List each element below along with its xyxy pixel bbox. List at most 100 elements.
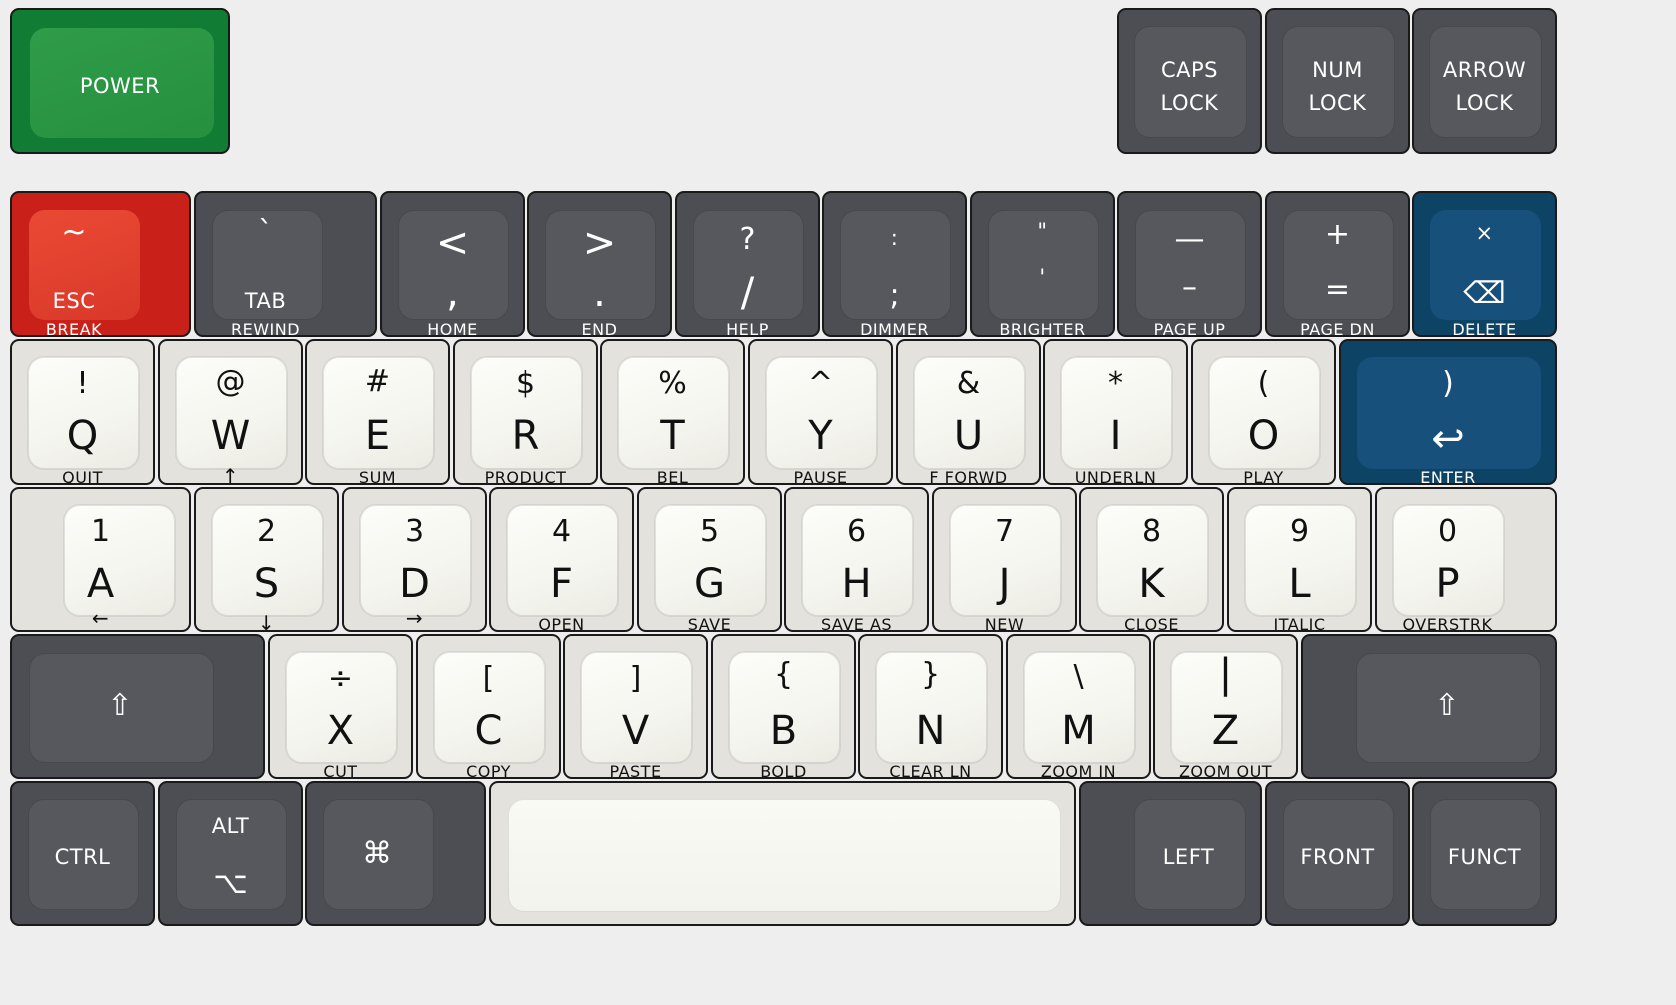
n-shift-label: }	[920, 657, 941, 692]
tab-fn-label: REWIND	[230, 320, 301, 339]
esc-key[interactable]: ~ ESC BREAK	[10, 191, 191, 339]
q-shift-label: !	[76, 366, 89, 401]
delete-key[interactable]: × ⌫ DELETE	[1412, 191, 1557, 338]
equals-key[interactable]: + = PAGE DN	[1265, 191, 1410, 338]
num-lock-label-1: NUM	[1312, 58, 1363, 82]
l-key[interactable]: 9 L ITALIC	[1227, 487, 1372, 633]
right-shift-key[interactable]: ⇧	[1301, 634, 1557, 779]
l-shift-label: 9	[1289, 514, 1310, 549]
enter-icon: ↩	[1431, 416, 1465, 462]
f-shift-label: 4	[551, 514, 572, 549]
j-key[interactable]: 7 J NEW	[932, 487, 1077, 633]
caps-lock-label-2: LOCK	[1160, 91, 1219, 115]
c-key[interactable]: [ C COPY	[416, 634, 561, 780]
f-fn-label: OPEN	[538, 615, 585, 634]
quote-key[interactable]: " ' BRIGHTER	[970, 191, 1115, 338]
o-keycap	[1209, 357, 1320, 469]
o-key[interactable]: ( O PLAY	[1191, 339, 1336, 486]
x-label: X	[326, 708, 355, 754]
arrow-lock-key[interactable]: ARROW LOCK	[1412, 8, 1557, 154]
slash-keycap	[693, 210, 804, 320]
tab-key[interactable]: ` TAB REWIND	[194, 191, 377, 339]
esc-keycap	[29, 210, 140, 320]
period-label: .	[593, 270, 606, 316]
left-shift-key[interactable]: ⇧	[10, 634, 265, 779]
g-key[interactable]: 5 G SAVE	[637, 487, 782, 633]
r-label: R	[511, 413, 540, 459]
spacebar-key[interactable]	[489, 781, 1076, 926]
r-key[interactable]: $ R PRODUCT	[453, 339, 598, 487]
minus-shift-label: —	[1174, 222, 1205, 257]
caps-lock-key[interactable]: CAPS LOCK	[1117, 8, 1262, 154]
funct-keycap	[1430, 799, 1541, 910]
h-key[interactable]: 6 H SAVE AS	[784, 487, 929, 634]
esc-fn-label: BREAK	[45, 320, 103, 339]
p-fn-label: OVERSTRK	[1402, 615, 1493, 634]
s-key[interactable]: 2 S ↓	[194, 487, 339, 633]
b-label: B	[769, 708, 798, 754]
h-keycap	[802, 505, 913, 616]
command-key[interactable]: ⌘	[305, 781, 486, 926]
k-fn-label: CLOSE	[1124, 615, 1179, 634]
alt-key[interactable]: ALT ⌥	[158, 781, 303, 926]
j-label: J	[998, 561, 1011, 607]
comma-fn-label: HOME	[427, 320, 478, 339]
left-key[interactable]: LEFT	[1079, 781, 1262, 926]
u-keycap	[914, 357, 1025, 469]
minus-key[interactable]: — – PAGE UP	[1117, 191, 1262, 338]
p-key[interactable]: 0 P OVERSTRK	[1375, 487, 1557, 634]
f-key[interactable]: 4 F OPEN	[489, 487, 634, 634]
d-key[interactable]: 3 D →	[342, 487, 487, 632]
t-fn-label: BEL	[656, 468, 689, 487]
q-fn-label: QUIT	[62, 468, 103, 487]
r-fn-label: PRODUCT	[484, 468, 567, 487]
x-key[interactable]: ÷ X CUT	[268, 634, 413, 781]
semicolon-label: ;	[889, 278, 900, 313]
k-key[interactable]: 8 K CLOSE	[1079, 487, 1224, 634]
z-key[interactable]: | Z ZOOM OUT	[1153, 634, 1298, 781]
b-key[interactable]: { B BOLD	[711, 634, 856, 780]
f-label: F	[549, 561, 573, 607]
v-fn-label: PASTE	[609, 762, 662, 781]
a-shift-label: 1	[90, 514, 111, 549]
front-key[interactable]: FRONT	[1265, 781, 1410, 926]
p-label: P	[1435, 561, 1460, 607]
num-lock-key[interactable]: NUM LOCK	[1265, 8, 1410, 154]
w-key[interactable]: @ W ↑	[158, 339, 303, 486]
i-key[interactable]: * I UNDERLN	[1043, 339, 1188, 486]
c-shift-label: [	[482, 661, 495, 696]
minus-label: –	[1182, 270, 1197, 305]
a-key[interactable]: 1 A ←	[10, 487, 191, 632]
period-key[interactable]: > . END	[527, 191, 672, 338]
n-label: N	[915, 708, 946, 754]
power-key[interactable]: POWER	[10, 8, 230, 154]
enter-key[interactable]: ) ↩ ENTER	[1339, 339, 1557, 486]
slash-fn-label: HELP	[726, 320, 769, 339]
y-key[interactable]: ^ Y PAUSE	[748, 339, 893, 486]
n-key[interactable]: } N CLEAR LN	[858, 634, 1003, 781]
a-keycap	[64, 505, 175, 616]
e-key[interactable]: # E SUM	[305, 339, 450, 486]
q-key[interactable]: ! Q QUIT	[10, 339, 155, 487]
t-key[interactable]: % T BEL	[600, 339, 745, 487]
k-shift-label: 8	[1141, 514, 1162, 549]
n-fn-label: CLEAR LN	[889, 762, 972, 781]
n-keycap	[876, 652, 987, 763]
z-fn-label: ZOOM OUT	[1178, 762, 1273, 781]
funct-key[interactable]: FUNCT	[1412, 781, 1557, 926]
c-label: C	[474, 708, 503, 754]
ctrl-key[interactable]: CTRL	[10, 781, 155, 926]
comma-key[interactable]: < , HOME	[380, 191, 525, 339]
t-label: T	[660, 413, 685, 459]
u-key[interactable]: & U F FORWD	[896, 339, 1041, 486]
x-fn-label: CUT	[323, 762, 358, 781]
left-arrow-icon: ←	[91, 606, 110, 630]
t-shift-label: %	[658, 366, 687, 401]
e-keycap	[323, 357, 434, 469]
v-key[interactable]: ] V PASTE	[563, 634, 708, 781]
d-keycap	[360, 505, 471, 616]
slash-key[interactable]: ? / HELP	[675, 191, 820, 339]
semicolon-key[interactable]: : ; DIMMER	[822, 191, 967, 338]
m-key[interactable]: \ M ZOOM IN	[1006, 634, 1151, 780]
h-fn-label: SAVE AS	[820, 615, 893, 634]
